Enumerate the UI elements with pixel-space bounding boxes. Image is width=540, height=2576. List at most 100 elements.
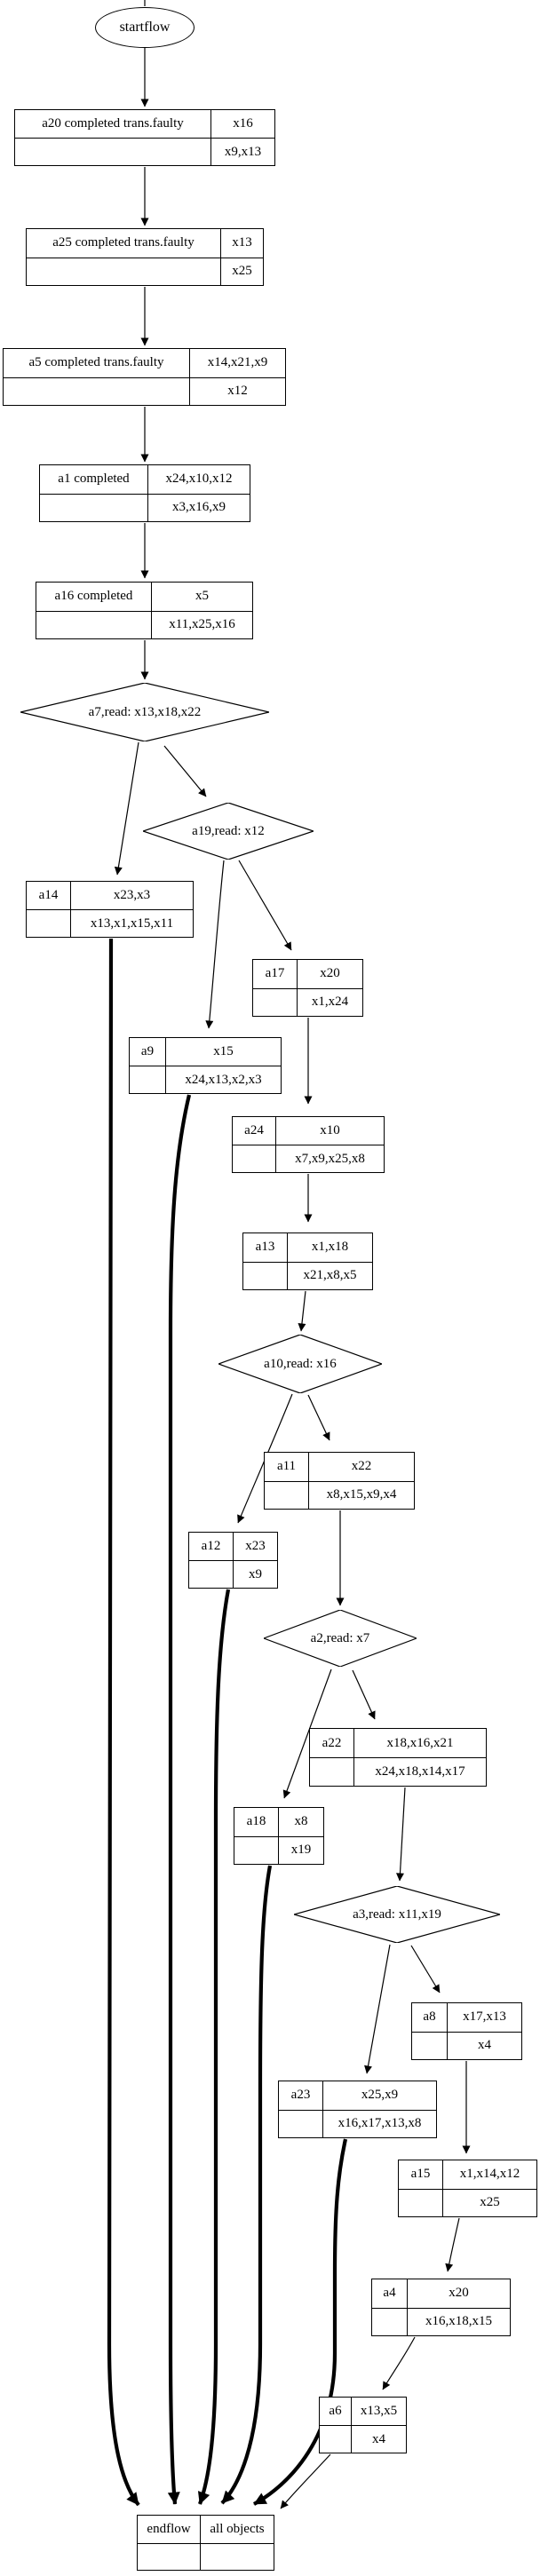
- edge-a9-endflow: [167, 1094, 192, 2505]
- diamond-shape: [143, 803, 314, 860]
- record-top-right: x13: [232, 235, 252, 250]
- record-bottom-right: [201, 2542, 274, 2571]
- edge-a13-a10: [298, 1290, 306, 1332]
- record-label: a17: [253, 960, 298, 988]
- node-a1: a1 completed x24,x10,x12 x3,x16,x9: [39, 464, 250, 522]
- node-a17: a17 x20 x1,x24: [252, 959, 363, 1017]
- record-bottom-right: x19: [279, 1835, 323, 1865]
- record-label: a4: [372, 2279, 408, 2308]
- record-top-right: x13,x5: [360, 2404, 398, 2418]
- edge-a12-endflow: [197, 1589, 231, 2505]
- node-a6: a6 x13,x5 x4: [319, 2397, 407, 2453]
- record-top-right: x23: [245, 1539, 266, 1553]
- record-bottom-left: [27, 257, 221, 285]
- node-a23: a23 x25,x9 x16,x17,x13,x8: [278, 2081, 437, 2138]
- node-a22: a22 x18,x16,x21 x24,x18,x14,x17: [309, 1728, 487, 1787]
- record-bottom-right: x3,x16,x9: [148, 493, 250, 522]
- node-a15: a15 x1,x14,x12 x25: [398, 2160, 537, 2217]
- node-a16: a16 completed x5 x11,x25,x16: [36, 582, 253, 639]
- record-bottom-left: [243, 1261, 288, 1289]
- record-bottom-left: [138, 2542, 201, 2570]
- diamond-shape: [294, 1886, 500, 1943]
- record-top-right: x25,x9: [361, 2088, 399, 2103]
- record-bottom-left: [27, 909, 71, 937]
- record-label: a14: [27, 882, 71, 909]
- record-bottom-left: [399, 2188, 443, 2216]
- node-a12: a12 x23 x9: [188, 1532, 278, 1589]
- record-bottom-right: x25: [443, 2188, 536, 2217]
- diamond-shape: [264, 1610, 417, 1667]
- node-a5: a5 completed trans.faulty x14,x21,x9 x12: [3, 348, 286, 406]
- record-label: a18: [234, 1808, 279, 1836]
- edge-a15-a4: [445, 2217, 460, 2272]
- record-label: a11: [265, 1453, 309, 1481]
- edge-a2-a22: [352, 1669, 376, 1720]
- record-label: a25 completed trans.faulty: [27, 229, 221, 258]
- record-bottom-right: x16,x17,x13,x8: [323, 2109, 436, 2138]
- edge-a7-a14: [114, 741, 139, 876]
- record-top-right: x22: [351, 1459, 372, 1474]
- record-bottom-left: [15, 138, 211, 165]
- diamond-label: a3,read: x11,x19: [353, 1906, 441, 1922]
- record-label: a20 completed trans.faulty: [15, 110, 211, 138]
- edge-a2-a18: [282, 1668, 332, 1799]
- record-top-right: x24,x10,x12: [165, 472, 233, 487]
- record-label: a8: [412, 2003, 448, 2032]
- record-bottom-right: x4: [352, 2425, 406, 2453]
- edge-a3-a23: [364, 1944, 391, 2074]
- node-startflow: startflow: [95, 7, 195, 48]
- startflow-label: startflow: [119, 20, 171, 35]
- record-top-right: x14,x21,x9: [207, 355, 268, 370]
- record-bottom-left: [189, 1560, 234, 1588]
- record-top-right: x10: [320, 1123, 340, 1137]
- record-bottom-right: x16,x18,x15: [408, 2307, 510, 2336]
- edge-a14-endflow: [107, 938, 140, 2507]
- node-a10: a10,read: x16: [218, 1335, 382, 1393]
- node-endflow: endflow all objects: [137, 2515, 274, 2571]
- record-bottom-right: x9,x13: [211, 138, 274, 165]
- record-bottom-left: [233, 1145, 276, 1172]
- node-a18: a18 x8 x19: [234, 1807, 324, 1865]
- record-bottom-left: [130, 1066, 166, 1093]
- record-bottom-right: x21,x8,x5: [288, 1261, 372, 1290]
- edge-a23-endflow: [252, 2138, 348, 2506]
- record-label: a15: [399, 2160, 443, 2189]
- node-a20: a20 completed trans.faulty x16 x9,x13: [14, 109, 275, 166]
- record-bottom-right: x12: [190, 376, 285, 406]
- record-bottom-right: x25: [221, 257, 263, 286]
- record-label: a1 completed: [40, 465, 148, 494]
- record-bottom-left: [253, 987, 298, 1016]
- record-bottom-left: [4, 376, 190, 405]
- edge-a7-a19: [163, 745, 207, 797]
- record-bottom-right: x4: [448, 2031, 521, 2060]
- record-bottom-left: [234, 1835, 279, 1864]
- node-a9: a9 x15 x24,x13,x2,x3: [129, 1037, 282, 1094]
- record-label: a23: [279, 2081, 323, 2110]
- record-label: endflow: [138, 2516, 201, 2543]
- record-bottom-right: x13,x1,x15,x11: [71, 909, 193, 937]
- node-a2: a2,read: x7: [264, 1610, 417, 1667]
- record-bottom-left: [40, 493, 148, 521]
- diamond-label: a2,read: x7: [310, 1630, 370, 1645]
- record-label: a12: [189, 1533, 234, 1560]
- edge-a10-a11: [307, 1394, 330, 1441]
- record-bottom-right: x24,x13,x2,x3: [166, 1066, 281, 1093]
- record-bottom-left: [279, 2109, 323, 2137]
- record-bottom-left: [412, 2031, 448, 2059]
- record-top-right: x8: [294, 1814, 308, 1829]
- edge-a22-a3: [395, 1787, 406, 1882]
- record-top-right: x23,x3: [113, 888, 151, 902]
- record-top-right: x18,x16,x21: [386, 1735, 454, 1750]
- node-a25: a25 completed trans.faulty x13 x25: [26, 228, 264, 286]
- edge-a3-a8: [410, 1945, 441, 1993]
- record-top-right: x15: [213, 1044, 234, 1058]
- edge-a19-a9: [205, 860, 225, 1029]
- record-top-right: x20: [449, 2286, 469, 2301]
- record-bottom-left: [372, 2307, 408, 2335]
- edge-a4-a6: [382, 2336, 416, 2390]
- record-bottom-right: x7,x9,x25,x8: [276, 1145, 384, 1172]
- diamond-label: a19,read: x12: [192, 823, 265, 838]
- diamond-shape: [20, 683, 269, 741]
- record-bottom-right: x1,x24: [298, 987, 362, 1017]
